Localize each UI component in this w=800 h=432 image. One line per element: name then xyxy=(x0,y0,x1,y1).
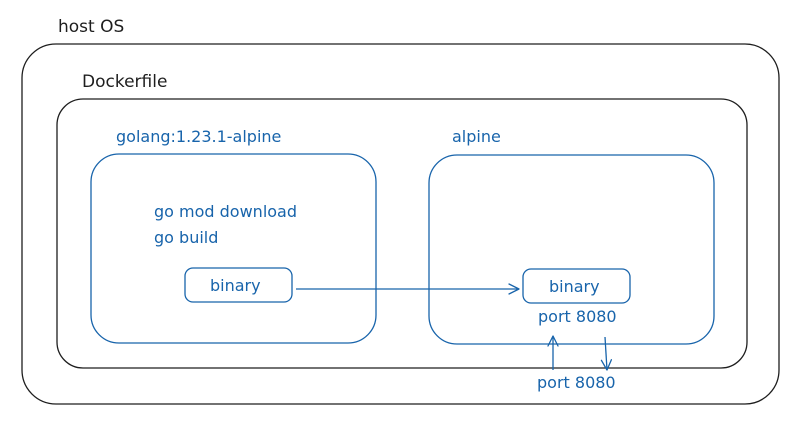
builder-binary-label: binary xyxy=(210,276,261,295)
runtime-stage-box xyxy=(428,154,715,345)
dockerfile-frame xyxy=(56,98,748,369)
runtime-binary-label: binary xyxy=(549,277,600,296)
host-os-label: host OS xyxy=(58,17,125,37)
builder-command-download: go mod download xyxy=(154,202,298,221)
runtime-binary-box xyxy=(522,268,631,304)
builder-command-build: go build xyxy=(154,228,219,247)
port-outbound-arrow xyxy=(600,336,613,371)
dockerfile-label: Dockerfile xyxy=(82,72,168,92)
builder-stage-box xyxy=(90,153,377,344)
host-os-frame xyxy=(21,43,780,405)
runtime-stage-label: alpine xyxy=(452,127,501,146)
container-port-label: port 8080 xyxy=(538,307,617,326)
builder-binary-box xyxy=(184,267,293,303)
builder-stage-label: golang:1.23.1-alpine xyxy=(116,127,282,146)
host-port-label: port 8080 xyxy=(537,373,616,392)
